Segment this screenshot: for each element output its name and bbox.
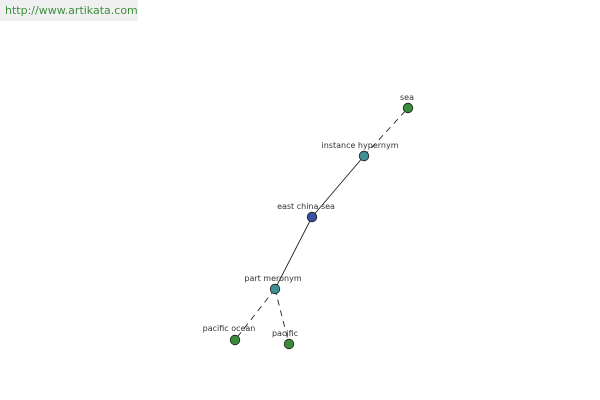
node-pacific[interactable] bbox=[283, 338, 295, 350]
edge-part-meronym-to-pacific bbox=[274, 288, 290, 345]
nodes-layer: sea instance hypernym east china sea part m… bbox=[203, 93, 414, 350]
node-pacific-ocean[interactable] bbox=[229, 334, 241, 346]
edges-layer bbox=[234, 107, 409, 345]
node-label-part-meronym: part meronym bbox=[244, 274, 301, 283]
node-label-instance-hypernym: instance hypernym bbox=[322, 141, 399, 150]
edge-east-china-sea-to-part-meronym bbox=[274, 216, 313, 290]
node-part-meronym[interactable] bbox=[269, 283, 281, 295]
node-east-china-sea[interactable] bbox=[306, 211, 318, 223]
node-sea[interactable] bbox=[402, 102, 414, 114]
site-url-link[interactable]: http://www.artikata.com bbox=[5, 4, 138, 17]
node-label-east-china-sea: east china sea bbox=[277, 202, 335, 211]
node-label-pacific: pacific bbox=[272, 329, 298, 338]
url-banner: http://www.artikata.com bbox=[0, 0, 138, 21]
node-instance-hypernym[interactable] bbox=[358, 150, 370, 162]
node-label-pacific-ocean: pacific ocean bbox=[203, 324, 256, 333]
edge-east-china-sea-to-instance-hypernym bbox=[311, 155, 365, 218]
node-label-sea: sea bbox=[400, 93, 414, 102]
